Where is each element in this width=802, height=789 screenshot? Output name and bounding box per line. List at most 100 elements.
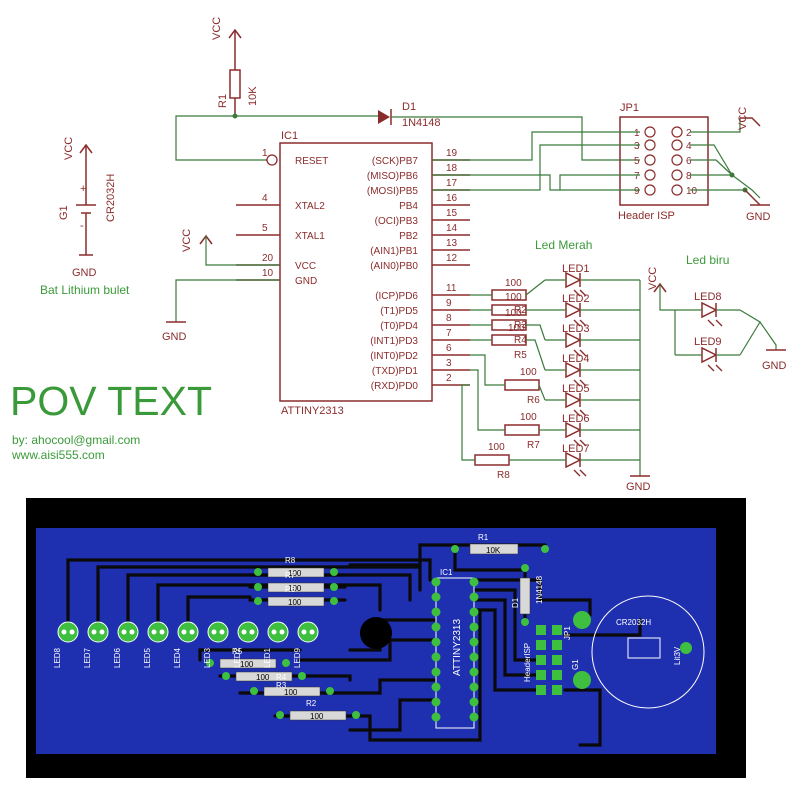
led-resistor-value: 100 [520, 367, 537, 378]
header-pin [644, 169, 656, 181]
mosi-net [432, 144, 640, 191]
led-resistor-ref: R5 [514, 350, 527, 361]
pcb-r1-body [469, 543, 519, 555]
led-resistor-value: 100 [488, 442, 505, 453]
red-led-label: LED5 [562, 383, 590, 395]
ic-pin-name: (SCK)PB7 [372, 156, 419, 167]
led-resistor-ref: R3 [514, 320, 527, 331]
pcb-header-label: HeaderISP [523, 643, 532, 682]
ic-pin-name: XTAL1 [295, 231, 325, 242]
pcb-d1-ref: D1 [511, 597, 520, 608]
pcb-led-label: LED4 [173, 647, 182, 668]
pcb-resistor-ref: R5 [232, 647, 243, 656]
ic-pin-number: 1 [262, 148, 268, 159]
ic-part: ATTINY2313 [281, 405, 344, 417]
pcb-resistor-ref: R7 [285, 571, 296, 580]
red-led: LED2 [545, 293, 640, 327]
ic-body [279, 142, 433, 402]
header-vcc-arrow [740, 117, 761, 127]
pcb-resistor-ref: R3 [276, 681, 287, 690]
battery-gnd-label: GND [72, 267, 97, 279]
pcb-resistor-ref: R4 [276, 673, 287, 682]
red-led: LED5 [545, 383, 640, 417]
reset-pin-bubble [266, 154, 278, 166]
red-led-label: LED1 [562, 263, 590, 275]
reset-to-header-net [391, 116, 640, 161]
header-pin [644, 184, 656, 196]
sck-net [432, 131, 640, 161]
header-caption: Header ISP [618, 210, 675, 222]
header-pin-number: 1 [634, 128, 640, 139]
ic-gnd-label: GND [162, 331, 187, 343]
pcb-ic-pad [469, 652, 479, 662]
battery-plus-label: + [80, 183, 86, 195]
header-pin-number: 10 [686, 186, 698, 197]
header-pin-number: 4 [686, 141, 692, 152]
pcb-battery-label: CR2032H [616, 618, 651, 627]
ic-pin-name: PB2 [399, 231, 418, 242]
pcb-header-pad [552, 685, 562, 695]
ic-pin-name: (INT1)PD3 [370, 336, 418, 347]
pcb-ic-part: ATTINY2313 [452, 619, 463, 676]
led-resistor-value: 100 [505, 278, 522, 289]
red-led: LED1 [545, 263, 640, 297]
ic-pin-number: 14 [446, 223, 458, 234]
pcb-ic-pad [469, 667, 479, 677]
pcb-led: LED8 [53, 621, 79, 668]
pcb-header-pad [552, 625, 562, 635]
ic-pin-name: (TXD)PD1 [372, 366, 419, 377]
miso-net [432, 174, 640, 191]
led-resistor-value: 100 [508, 323, 525, 334]
pcb-d1-value: 1N4148 [535, 575, 544, 604]
header-pin [671, 126, 683, 138]
blue-gnd-label: GND [762, 360, 787, 372]
header-body [619, 116, 709, 206]
pcb-led-label: LED8 [53, 647, 62, 668]
pcb-header-pad [536, 640, 546, 650]
blue-led: LED8 [675, 291, 740, 327]
pcb-led-label: LED9 [293, 647, 302, 668]
red-led: LED4 [545, 353, 640, 387]
red-led: LED3 [545, 323, 640, 357]
ic-pin-name: (MOSI)PB5 [367, 186, 419, 197]
pcb-resistor-ref: R2 [306, 699, 317, 708]
led-resistor-value: 100 [505, 292, 522, 303]
r1-value: 10K [247, 86, 259, 106]
pcb-mount-hole [360, 617, 392, 649]
d1-diode [378, 109, 392, 125]
credit-email: by: ahocool@gmail.com [12, 433, 140, 447]
pcb-led-label: LED6 [113, 647, 122, 668]
header-7-net [559, 174, 640, 190]
pcb-resistor-value: 100 [288, 569, 302, 578]
pcb-header-pad [536, 685, 546, 695]
blue-led-label: LED8 [694, 291, 722, 303]
pcb-r1-value: 10K [486, 546, 501, 555]
battery-minus-label: - [80, 220, 84, 232]
red-led-caption: Led Merah [535, 238, 592, 252]
pcb-battery-side-label: Lit3V [673, 646, 682, 665]
header-gnd-label: GND [746, 211, 771, 223]
reset-net [175, 115, 266, 161]
pcb-resistor-ref: R6 [285, 585, 296, 594]
header-pin [671, 169, 683, 181]
pcb-resistor-value: 100 [240, 660, 254, 669]
led-resistor-ref: R8 [497, 470, 510, 481]
ic-pin-number: 5 [262, 223, 268, 234]
ic-pin-number: 7 [446, 328, 452, 339]
ic-pin-name: (ICP)PD6 [375, 291, 418, 302]
ic-vcc-label: VCC [181, 229, 193, 252]
pcb-led: LED1 [263, 621, 289, 668]
header-pin-number: 3 [634, 141, 640, 152]
blue-led-caption: Led biru [686, 253, 729, 267]
ic-pin-name: (RXD)PD0 [371, 381, 419, 392]
pcb-ic-pad [431, 682, 441, 692]
pcb-led-label: LED3 [203, 647, 212, 668]
ic-pin-name: (AIN0)PB0 [370, 261, 418, 272]
pcb-led: LED2 [233, 621, 259, 668]
pcb-resistor-value: 100 [288, 598, 302, 607]
